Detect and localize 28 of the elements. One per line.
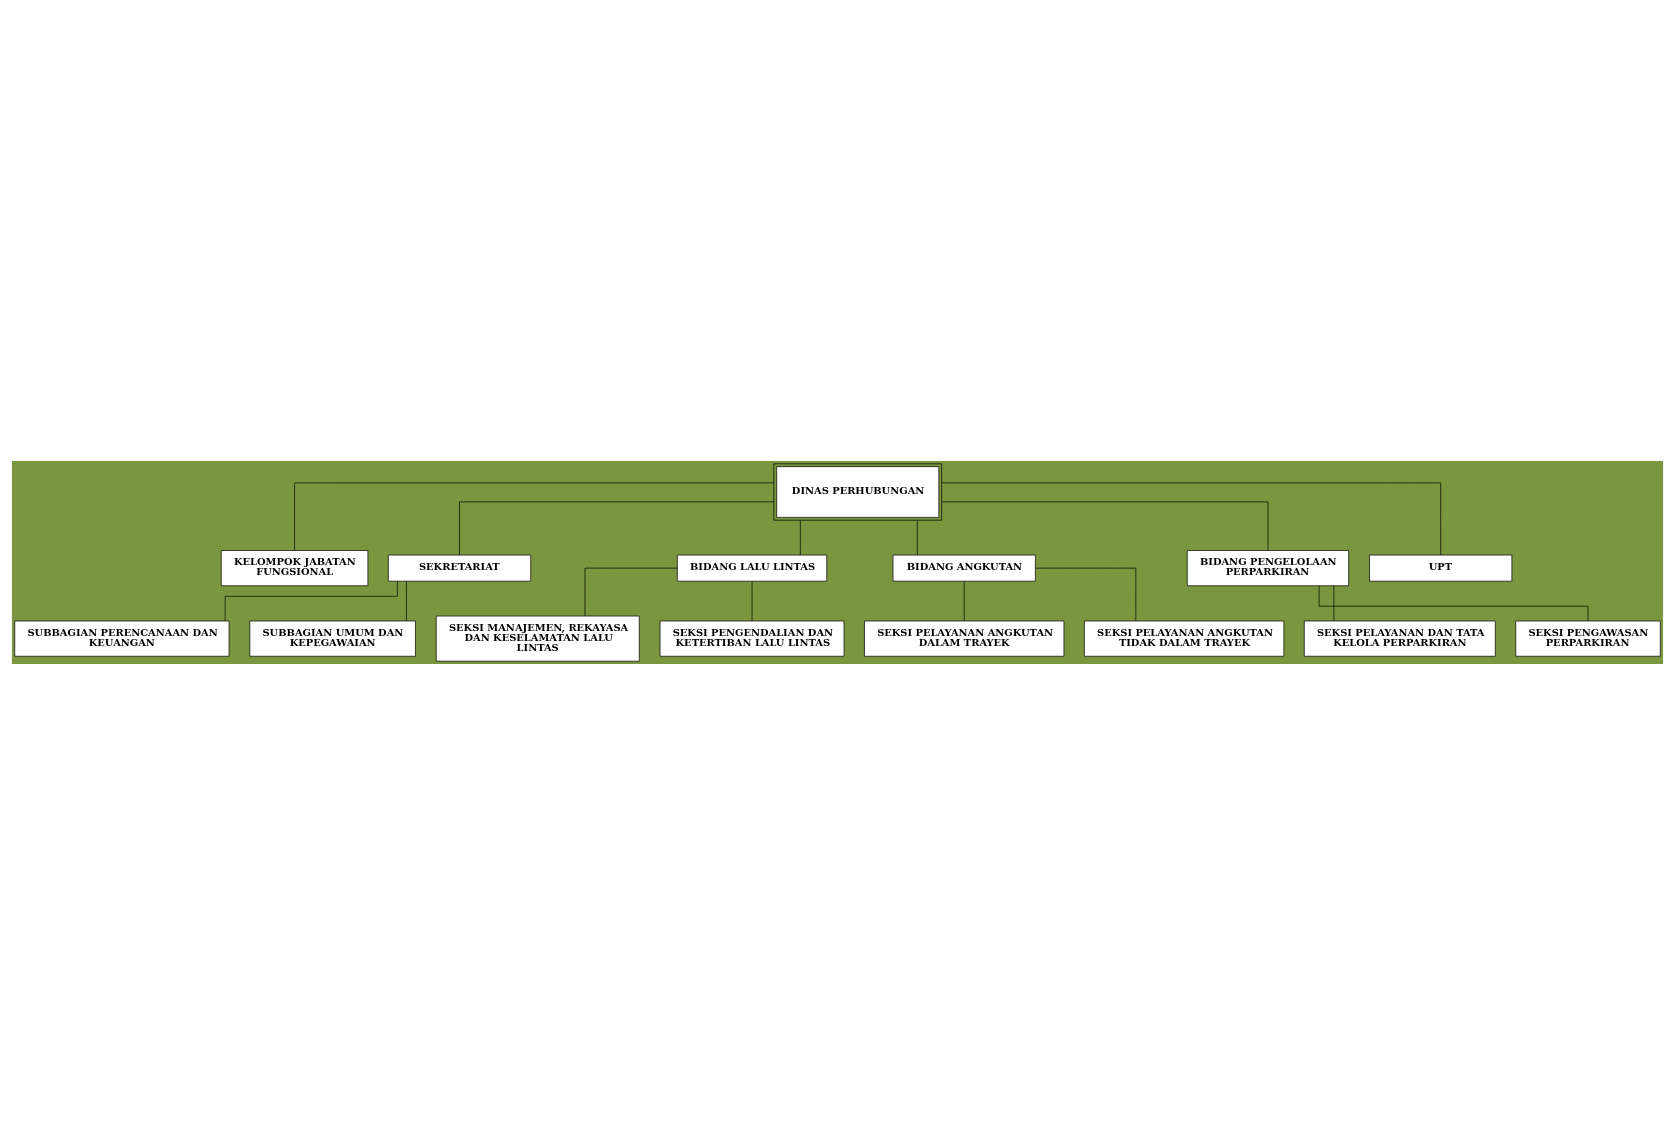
connector bbox=[584, 567, 678, 617]
connector bbox=[917, 520, 918, 556]
connector bbox=[1333, 585, 1335, 622]
connector bbox=[1318, 585, 1589, 622]
node-box: UPT bbox=[1369, 554, 1513, 582]
node-box: BIDANG PENGELOLAAN PERPARKIRAN bbox=[1186, 550, 1350, 587]
connector bbox=[751, 581, 753, 622]
connector bbox=[459, 501, 775, 556]
connector bbox=[941, 501, 1269, 551]
node-box: BIDANG ANGKUTAN bbox=[892, 554, 1036, 582]
node-box: SEKSI MANAJEMEN, REKAYASA DAN KESELAMATAN LALU LINTAS bbox=[435, 615, 640, 662]
node-box: KELOMPOK JABATAN FUNGSIONAL bbox=[220, 550, 369, 587]
node-box: SEKSI PELAYANAN ANGKUTAN DALAM TRAYEK bbox=[864, 620, 1065, 657]
connector bbox=[1035, 567, 1137, 622]
node-box: SEKSI PELAYANAN ANGKUTAN TIDAK DALAM TRAYEK bbox=[1084, 620, 1285, 657]
node-box: SEKSI PELAYANAN DAN TATA KELOLA PERPARKIRAN bbox=[1303, 620, 1496, 657]
node-box: SEKSI PENGENDALIAN DAN KETERTIBAN LALU LINTAS bbox=[659, 620, 845, 657]
connector bbox=[406, 581, 407, 622]
node-box: SEKSI PENGAWASAN PERPARKIRAN bbox=[1515, 620, 1661, 657]
node-box: SUBBAGIAN UMUM DAN KEPEGAWAIAN bbox=[249, 620, 416, 657]
node-box: SUBBAGIAN PERENCANAAN DAN KEUANGAN bbox=[14, 620, 230, 657]
connector bbox=[799, 520, 801, 556]
connector bbox=[941, 482, 1442, 556]
connector bbox=[224, 580, 398, 622]
node-box: BIDANG LALU LINTAS bbox=[676, 554, 828, 582]
connector bbox=[963, 581, 965, 622]
node-box: SEKRETARIAT bbox=[387, 554, 532, 582]
connector bbox=[294, 482, 775, 551]
